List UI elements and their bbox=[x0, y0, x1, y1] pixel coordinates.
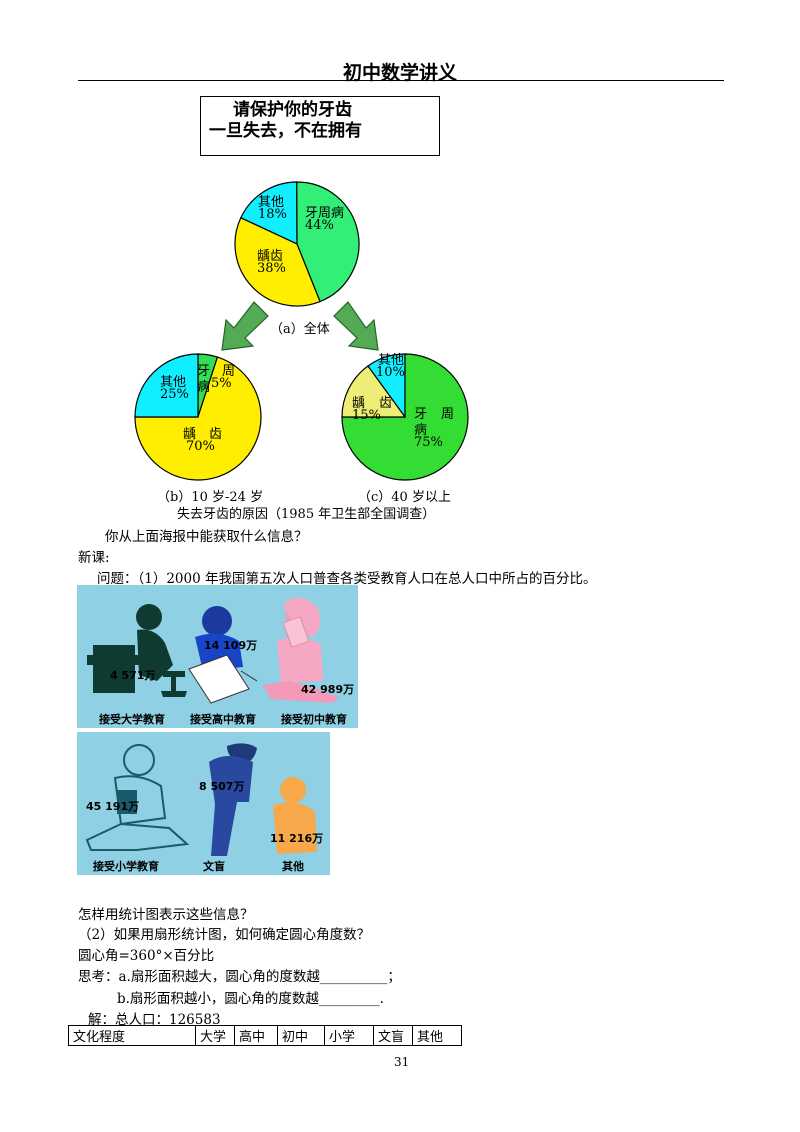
new-lesson-heading: 新课: bbox=[78, 550, 110, 566]
census-middle-value: 42 989万 bbox=[301, 683, 355, 696]
pie-c-label-chi: 齿 bbox=[379, 396, 393, 411]
pie-slice-a-2 bbox=[240, 181, 298, 245]
pie-chart-c bbox=[341, 353, 469, 481]
table-header-cell: 初中 bbox=[277, 1025, 325, 1046]
pie-chart-a bbox=[234, 181, 360, 307]
table-header-cell: 大学 bbox=[195, 1025, 235, 1046]
pie-slice-b-1 bbox=[134, 356, 262, 481]
census-university-value: 4 571万 bbox=[110, 669, 156, 682]
census-high-label: 接受高中教育 bbox=[190, 713, 256, 726]
pie-a-label-other: 其他 bbox=[258, 195, 285, 210]
figure-caption: 失去牙齿的原因（1985 年卫生部全国调查） bbox=[177, 507, 436, 522]
census-university-label: 接受大学教育 bbox=[99, 713, 165, 726]
pie-c-caption: （c）40 岁以上 bbox=[358, 490, 451, 505]
pie-a-pct-periodontal: 44% bbox=[305, 218, 334, 233]
pie-b-label-bing: 病 bbox=[197, 380, 211, 395]
pie-c-label-ya: 牙 bbox=[414, 407, 428, 422]
pie-a-pct-caries: 38% bbox=[257, 261, 286, 276]
pie-a-pct-other: 18% bbox=[258, 207, 287, 222]
pie-a-caption: （a）全体 bbox=[270, 322, 330, 337]
census-illiterate-value: 8 507万 bbox=[199, 780, 245, 793]
census-image-1-art bbox=[77, 585, 358, 728]
poster-line-2: 一旦失去，不在拥有 bbox=[209, 121, 362, 141]
census-illiterate-label: 文盲 bbox=[203, 860, 225, 873]
pie-c-pct-other: 10% bbox=[376, 365, 405, 380]
census-other-value: 11 216万 bbox=[270, 832, 324, 845]
pie-slice-c-1 bbox=[341, 365, 407, 418]
problem-2: （2）如果用扇形统计图，如何确定圆心角度数？ bbox=[78, 927, 371, 943]
central-angle-formula: 圆心角=360°×百分比 bbox=[78, 948, 215, 964]
think-a: 思考：a.扇形面积越大，圆心角的度数越__________； bbox=[78, 969, 401, 985]
table-row: 文化程度 大学 高中 初中 小学 文盲 其他 bbox=[68, 1025, 462, 1046]
problem-1: 问题：（1）2000 年我国第五次人口普查各类受教育人口在总人口中所占的百分比。 bbox=[97, 571, 597, 587]
pie-slice-a-1 bbox=[234, 217, 321, 307]
pie-slice-b-2 bbox=[134, 353, 199, 418]
poster-box: 请保护你的牙齿 一旦失去，不在拥有 bbox=[200, 96, 440, 156]
pie-b-pct-other: 25% bbox=[160, 387, 189, 402]
census-primary-label: 接受小学教育 bbox=[93, 860, 159, 873]
census-high-value: 14 109万 bbox=[204, 639, 258, 652]
pie-c-label-other: 其他 bbox=[378, 353, 405, 368]
pie-b-caption: （b）10 岁-24 岁 bbox=[157, 490, 264, 505]
header-rule bbox=[78, 80, 724, 81]
think-b: b.扇形面积越小，圆心角的度数越_________. bbox=[117, 991, 384, 1007]
page-title: 初中数学讲义 bbox=[342, 62, 457, 84]
census-primary-value: 45 191万 bbox=[86, 800, 140, 813]
pie-chart-b bbox=[134, 353, 262, 481]
census-image-2-art bbox=[77, 732, 330, 875]
pie-charts bbox=[134, 181, 469, 481]
census-middle-label: 接受初中教育 bbox=[281, 713, 347, 726]
census-image-2: 45 191万 8 507万 11 216万 接受小学教育 文盲 其他 bbox=[77, 732, 330, 875]
pie-a-label-caries: 龋齿 bbox=[257, 249, 284, 264]
census-other-label: 其他 bbox=[282, 860, 304, 873]
pie-c-label-zhou: 周 bbox=[441, 407, 455, 422]
question-info: 你从上面海报中能获取什么信息？ bbox=[105, 529, 308, 545]
arrow-left-icon bbox=[221, 301, 269, 351]
pie-b-label-other: 其他 bbox=[160, 375, 187, 390]
pie-b-label-zhou: 周 bbox=[222, 364, 236, 379]
table-header-cell: 小学 bbox=[324, 1025, 374, 1046]
how-chart-question: 怎样用统计图表示这些信息？ bbox=[78, 907, 254, 923]
table-header-cell: 文盲 bbox=[373, 1025, 413, 1046]
pie-c-pct-periodontal: 75% bbox=[414, 435, 443, 450]
solution-total: 解：总人口：126583 bbox=[88, 1012, 221, 1028]
pie-c-pct-caries: 15% bbox=[352, 408, 381, 423]
pie-a-label-periodontal: 牙周病 bbox=[305, 206, 345, 221]
pie-slice-a-0 bbox=[296, 181, 360, 303]
table-header-cell: 其他 bbox=[412, 1025, 462, 1046]
arrow-right-icon bbox=[333, 301, 379, 351]
table-header-cell: 高中 bbox=[234, 1025, 278, 1046]
pie-b-label-caries: 龋 齿 bbox=[183, 427, 223, 442]
poster-line-1: 请保护你的牙齿 bbox=[233, 100, 352, 120]
education-table: 文化程度 大学 高中 初中 小学 文盲 其他 bbox=[68, 1025, 462, 1046]
pie-b-label-ya: 牙 bbox=[197, 364, 211, 379]
page-number: 31 bbox=[394, 1055, 410, 1069]
table-header-cell: 文化程度 bbox=[68, 1025, 196, 1046]
pie-c-label-bing: 病 bbox=[414, 423, 428, 438]
pie-b-pct-caries: 70% bbox=[186, 439, 215, 454]
census-image-1: 4 571万 14 109万 42 989万 接受大学教育 接受高中教育 接受初… bbox=[77, 585, 358, 728]
pie-c-label-qu: 龋 bbox=[352, 396, 366, 411]
pie-b-pct-periodontal: 5% bbox=[211, 376, 232, 391]
